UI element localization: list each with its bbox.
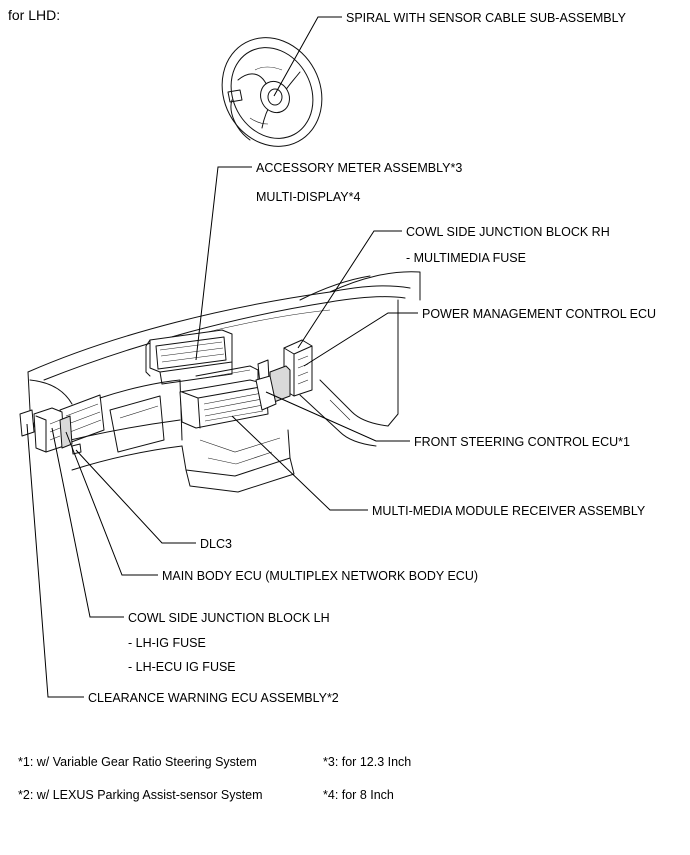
accessory-meter-drawing xyxy=(145,329,233,385)
footnote-4: *4: for 8 Inch xyxy=(323,788,394,802)
left-components-drawing xyxy=(19,407,82,455)
footnote-1: *1: w/ Variable Gear Ratio Steering Syst… xyxy=(18,755,257,769)
label-power-management-ecu: POWER MANAGEMENT CONTROL ECU xyxy=(422,307,657,321)
front-steering-ecu-drawing xyxy=(255,375,277,411)
label-dlc3: DLC3 xyxy=(200,537,232,551)
dashboard-drawing xyxy=(27,271,421,493)
label-spiral-cable: SPIRAL WITH SENSOR CABLE SUB-ASSEMBLY xyxy=(346,11,626,25)
label-multimedia-receiver: MULTI-MEDIA MODULE RECEIVER ASSEMBLY xyxy=(372,504,646,518)
label-main-body-ecu: MAIN BODY ECU (MULTIPLEX NETWORK BODY EC… xyxy=(162,569,479,583)
label-clearance-warning-ecu: CLEARANCE WARNING ECU ASSEMBLY*2 xyxy=(88,691,339,705)
diagram-heading: for LHD: xyxy=(8,7,61,23)
label-multimedia-fuse: - MULTIMEDIA FUSE xyxy=(406,251,526,265)
label-lh-ecu-ig-fuse: - LH-ECU IG FUSE xyxy=(128,660,236,674)
label-accessory-meter: ACCESSORY METER ASSEMBLY*3 xyxy=(256,161,463,175)
leader-lines xyxy=(26,16,418,698)
label-cowl-junction-rh: COWL SIDE JUNCTION BLOCK RH xyxy=(406,225,610,239)
label-cowl-junction-lh: COWL SIDE JUNCTION BLOCK LH xyxy=(128,611,330,625)
footnote-2: *2: w/ LEXUS Parking Assist-sensor Syste… xyxy=(18,788,263,802)
multimedia-receiver-drawing xyxy=(179,365,269,429)
label-lh-ig-fuse: - LH-IG FUSE xyxy=(128,636,206,650)
steering-wheel-drawing xyxy=(221,37,323,147)
label-front-steering-ecu: FRONT STEERING CONTROL ECU*1 xyxy=(414,435,630,449)
footnote-3: *3: for 12.3 Inch xyxy=(323,755,412,769)
label-multi-display: MULTI-DISPLAY*4 xyxy=(256,190,361,204)
